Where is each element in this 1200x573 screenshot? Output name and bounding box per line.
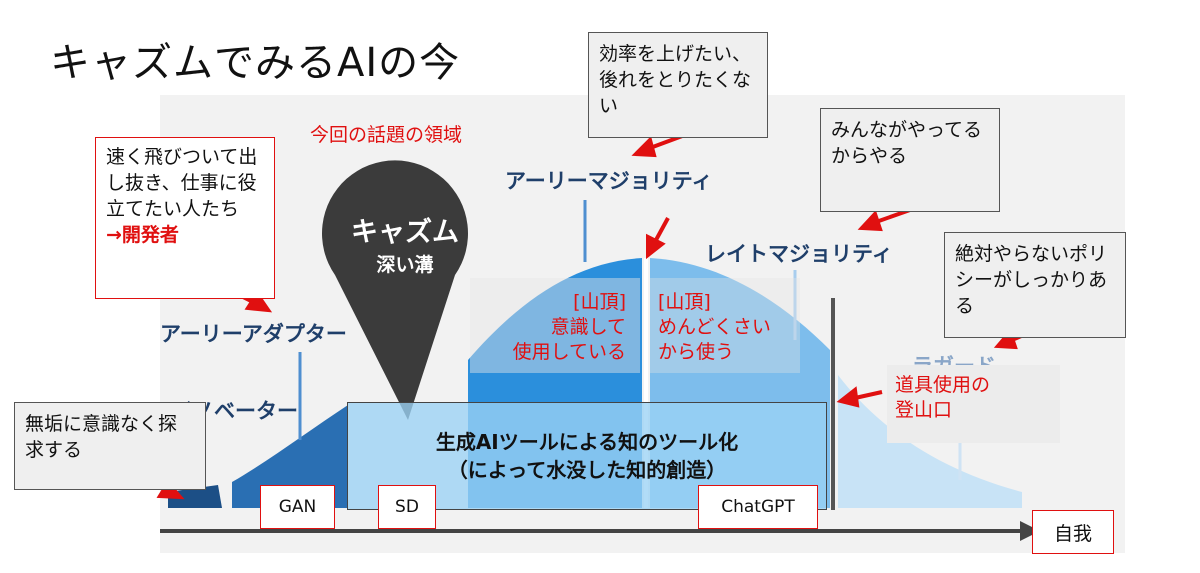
milestone-gan: GAN bbox=[260, 485, 335, 529]
page-title: キャズムでみるAIの今 bbox=[50, 40, 461, 86]
peak-left-line: 使用している bbox=[512, 341, 626, 363]
chasm-subtitle: 深い溝 bbox=[376, 254, 434, 276]
chasm-bubble bbox=[322, 160, 469, 420]
peak-left-text: [山頂] 意識して 使用している bbox=[470, 278, 640, 373]
peak-left-line: 意識して bbox=[550, 316, 626, 338]
early-majority-note: 効率を上げたい、後れをとりたくない bbox=[588, 32, 768, 138]
laggard-note: 絶対やらないポリシーがしっかりある bbox=[944, 232, 1126, 338]
peak-left-line: [山頂] bbox=[573, 291, 626, 313]
late-majority-note: みんながやってるからやる bbox=[820, 108, 1000, 212]
tool-entrance-line: 道具使用の bbox=[895, 374, 991, 396]
axis-arrowhead bbox=[1020, 521, 1040, 541]
generative-ai-line: 生成AIツールによる知のツール化 bbox=[435, 430, 739, 454]
early-adopter-segment bbox=[232, 405, 348, 508]
early-adopter-label: アーリーアダプター bbox=[160, 322, 347, 346]
tool-entrance-line: 登山口 bbox=[895, 399, 953, 421]
early-adopter-note: 速く飛びついて出し抜き、仕事に役立てたい人たち →開発者 bbox=[95, 137, 275, 299]
focus-area-label: 今回の話題の領域 bbox=[310, 124, 463, 146]
chasm-title: キャズム bbox=[351, 217, 459, 248]
peak-right-line: から使う bbox=[658, 341, 735, 363]
early-adopter-note-highlight: →開発者 bbox=[106, 224, 179, 246]
early-adopter-note-text: 速く飛びついて出し抜き、仕事に役立てたい人たち bbox=[106, 146, 258, 220]
innovator-segment bbox=[168, 485, 222, 508]
milestone-chatgpt: ChatGPT bbox=[698, 485, 818, 529]
late-majority-label: レイトマジョリティ bbox=[705, 242, 893, 266]
innovator-note: 無垢に意識なく探求する bbox=[14, 402, 206, 490]
early-majority-label: アーリーマジョリティ bbox=[505, 169, 713, 193]
milestone-sd: SD bbox=[378, 485, 436, 529]
peak-right-text: [山頂] めんどくさい から使う bbox=[650, 278, 800, 373]
tool-entrance-label: 道具使用の 登山口 bbox=[887, 365, 1060, 443]
axis-end-label: 自我 bbox=[1032, 510, 1114, 554]
peak-right-line: めんどくさい bbox=[658, 316, 771, 338]
generative-ai-line: （によって水没した知的創造） bbox=[447, 458, 727, 482]
laggard-segment bbox=[838, 375, 1022, 508]
peak-right-line: [山頂] bbox=[658, 291, 711, 313]
